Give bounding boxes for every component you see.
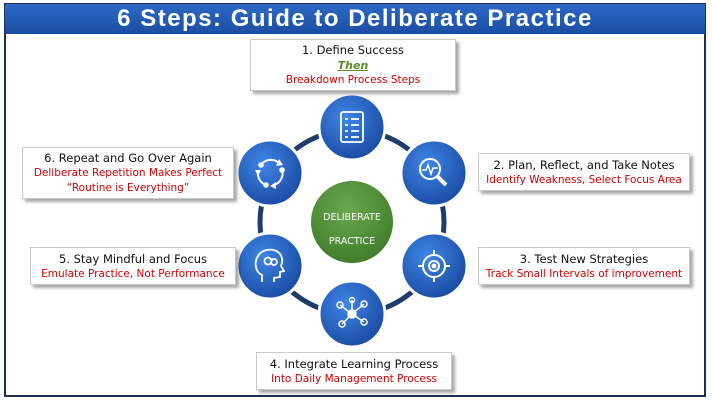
step-4-subtitle: Into Daily Management Process <box>271 373 437 385</box>
step-6-box: 6. Repeat and Go Over Again Deliberate R… <box>22 147 234 199</box>
step-3-box: 3. Test New Strategies Track Small Inter… <box>478 247 690 285</box>
network-nodes-icon <box>336 296 368 328</box>
step-2-circle <box>399 138 469 208</box>
center-circle <box>309 179 395 265</box>
checklist-icon <box>340 111 364 143</box>
page-title: 6 Steps: Guide to Deliberate Practice <box>5 4 705 34</box>
step-3-subtitle: Track Small Intervals of improvement <box>485 268 683 280</box>
step-5-circle <box>235 231 305 301</box>
step-6-title: 6. Repeat and Go Over Again <box>44 151 212 165</box>
target-crosshair-icon <box>418 250 450 282</box>
step-1-title: 1. Define Success <box>301 43 405 57</box>
step-5-title: 5. Stay Mindful and Focus <box>59 252 207 266</box>
step-1-then: Then <box>337 59 369 72</box>
step-2-box: 2. Plan, Reflect, and Take Notes Identif… <box>478 153 690 191</box>
center-label-line-2: PRACTICE <box>328 236 376 247</box>
step-3-circle <box>399 231 469 301</box>
magnifier-pulse-icon <box>419 158 448 187</box>
cycle-arrows-icon <box>255 158 285 189</box>
step-4-title: 4. Integrate Learning Process <box>269 357 439 371</box>
step-5-subtitle: Emulate Practice, Not Performance <box>41 268 225 280</box>
center-label-line-1: DELIBERATE <box>323 212 381 223</box>
step-3-title: 3. Test New Strategies <box>519 252 649 266</box>
step-5-box: 5. Stay Mindful and Focus Emulate Practi… <box>30 247 236 285</box>
step-4-box: 4. Integrate Learning Process Into Daily… <box>256 352 452 390</box>
step-6-subtitle-2: “Routine is Everything” <box>66 182 190 194</box>
step-1-subtitle: Breakdown Process Steps <box>285 74 421 86</box>
step-4-circle <box>317 279 387 349</box>
step-2-title: 2. Plan, Reflect, and Take Notes <box>493 158 675 172</box>
center-label: DELIBERATE PRACTICE <box>310 206 394 254</box>
step-6-subtitle: Deliberate Repetition Makes Perfect <box>33 167 223 179</box>
step-1-circle <box>317 92 387 162</box>
step-6-circle <box>235 138 305 208</box>
step-1-box: 1. Define Success Then Breakdown Process… <box>250 39 456 91</box>
step-2-subtitle: Identify Weakness, Select Focus Area <box>486 174 682 186</box>
head-brain-icon <box>254 248 286 282</box>
